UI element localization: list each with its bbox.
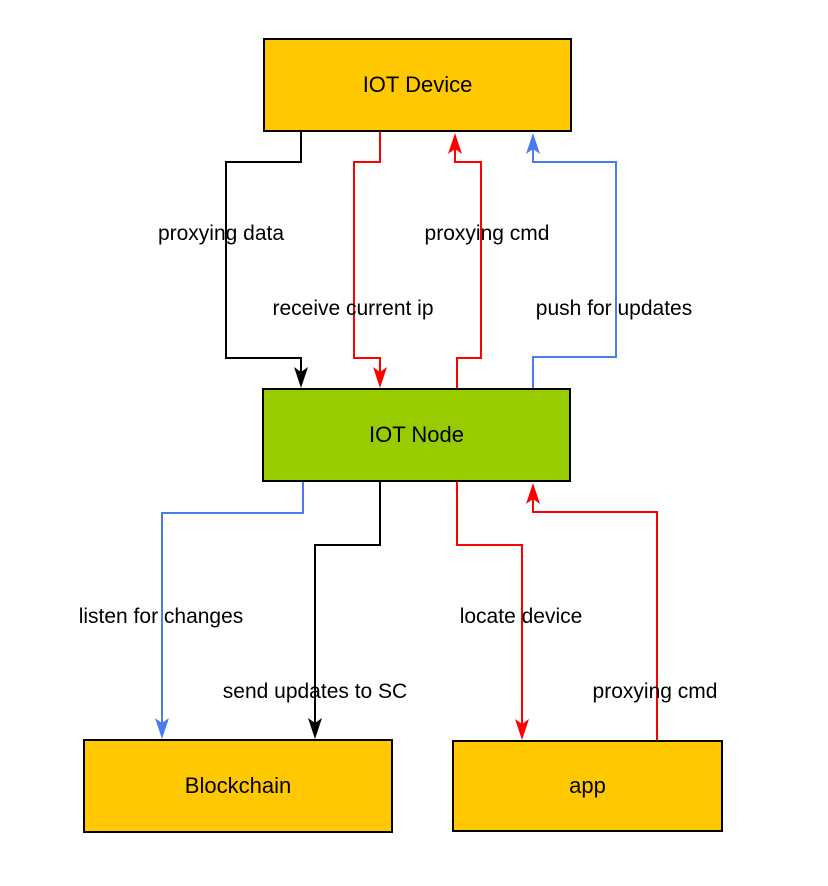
arrowhead-locate-device	[515, 719, 529, 740]
node-app-label: app	[569, 773, 606, 798]
edge-listen-for-changes	[161, 482, 304, 723]
node-iot-device: IOT Device	[263, 38, 572, 132]
node-iot-device-label: IOT Device	[362, 72, 473, 97]
node-app: app	[452, 740, 723, 832]
edge-send-updates-to-sc	[314, 482, 381, 723]
edge-label-send-updates-to-sc: send updates to SC	[222, 680, 408, 703]
edge-proxying-cmd-top	[454, 149, 482, 388]
arrowhead-proxying-cmd-bottom	[526, 483, 540, 504]
arrowhead-send-updates-to-sc	[308, 718, 322, 739]
edge-label-locate-device: locate device	[459, 605, 583, 628]
edge-proxying-data	[225, 132, 302, 372]
node-iot-node-label: IOT Node	[369, 422, 464, 447]
edge-receive-current-ip	[353, 132, 381, 372]
edge-label-proxying-cmd-bottom: proxying cmd	[592, 680, 718, 703]
edge-proxying-cmd-bottom	[532, 499, 658, 740]
edge-label-listen-for-changes: listen for changes	[78, 605, 244, 628]
node-blockchain-label: Blockchain	[184, 773, 292, 798]
edge-label-receive-current-ip: receive current ip	[272, 297, 434, 320]
arrowhead-push-for-updates	[526, 133, 540, 154]
edge-label-proxying-data: proxying data	[157, 222, 285, 245]
edge-label-proxying-cmd-top: proxying cmd	[424, 222, 550, 245]
arrowhead-proxying-cmd-top	[448, 133, 462, 154]
node-iot-node: IOT Node	[262, 388, 571, 482]
edge-push-for-updates	[532, 149, 617, 388]
arrowhead-proxying-data	[294, 367, 308, 388]
arrowhead-receive-current-ip	[373, 367, 387, 388]
edge-label-push-for-updates: push for updates	[535, 297, 693, 320]
edge-locate-device	[456, 482, 523, 724]
node-blockchain: Blockchain	[83, 739, 393, 833]
arrowhead-listen-for-changes	[155, 718, 169, 739]
